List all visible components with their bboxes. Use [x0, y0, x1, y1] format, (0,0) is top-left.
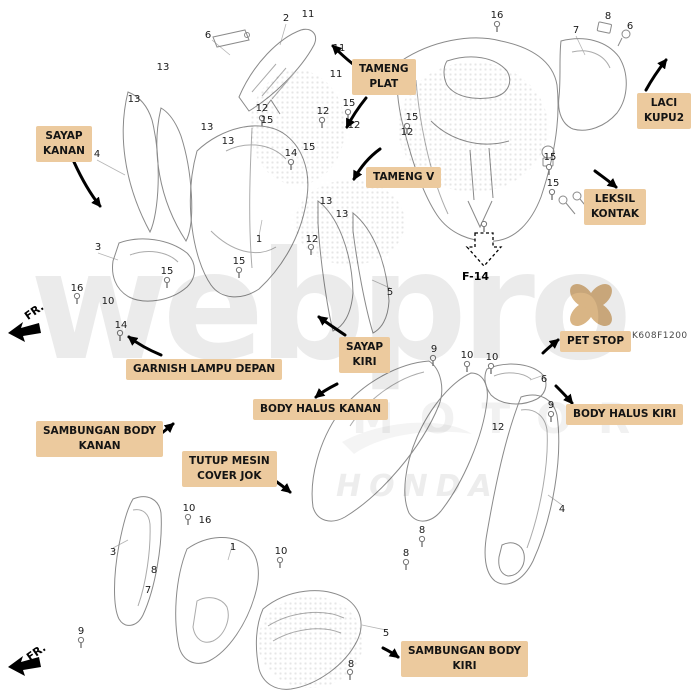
fastener-icons — [73, 20, 556, 681]
part-label-sambungan-body-kanan[interactable]: SAMBUNGAN BODY KANAN — [36, 421, 164, 458]
part-label-tameng-plat[interactable]: TAMENG PLAT — [352, 59, 416, 96]
part-tameng-shield — [396, 37, 559, 242]
part-tutup-mesin — [175, 536, 259, 664]
part-front-cowl — [189, 125, 309, 298]
part-label-garnish-lampu-depan[interactable]: GARNISH LAMPU DEPAN — [126, 359, 283, 381]
part-label-tutup-mesin-cover-jok[interactable]: TUTUP MESIN COVER JOK — [182, 451, 277, 488]
part-label-sambungan-body-kiri[interactable]: SAMBUNGAN BODY KIRI — [401, 641, 529, 678]
part-label-body-halus-kiri[interactable]: BODY HALUS KIRI — [566, 404, 684, 426]
part-lower-cover — [112, 238, 195, 302]
clover-watermark — [570, 284, 612, 326]
part-label-laci-kupu2[interactable]: LACI KUPU2 — [637, 93, 692, 130]
part-label-sayap-kanan[interactable]: SAYAP KANAN — [36, 126, 92, 163]
part-label-pet-stop[interactable]: PET STOP — [560, 331, 632, 353]
section-ref-label: F-14 — [462, 270, 490, 283]
part-sambungan-kanan — [114, 496, 162, 626]
part-body-halus-kiri — [484, 394, 560, 585]
f14-reference-arrow — [465, 232, 503, 267]
part-sambungan-kiri — [255, 590, 362, 690]
diagram-code: K608F1200 — [632, 331, 688, 341]
watermark-wing — [342, 422, 472, 454]
part-label-body-halus-kanan[interactable]: BODY HALUS KANAN — [253, 399, 389, 421]
part-label-leksil-kontak[interactable]: LEKSIL KONTAK — [584, 189, 646, 226]
part-sayap-kiri-outline — [317, 200, 354, 332]
leader-lines — [96, 23, 586, 631]
front-direction-arrow — [8, 656, 41, 676]
part-sayap-kanan-outline — [122, 91, 159, 234]
part-body-halus-kanan — [311, 360, 443, 522]
front-direction-arrow — [8, 322, 41, 342]
part-label-sayap-kiri[interactable]: SAYAP KIRI — [339, 337, 391, 374]
part-tameng-plat-garnish — [238, 28, 316, 112]
part-label-tameng-v[interactable]: TAMENG V — [366, 167, 442, 189]
part-pet-stop — [484, 363, 547, 405]
part-laci-kupu2-cover — [558, 38, 627, 131]
